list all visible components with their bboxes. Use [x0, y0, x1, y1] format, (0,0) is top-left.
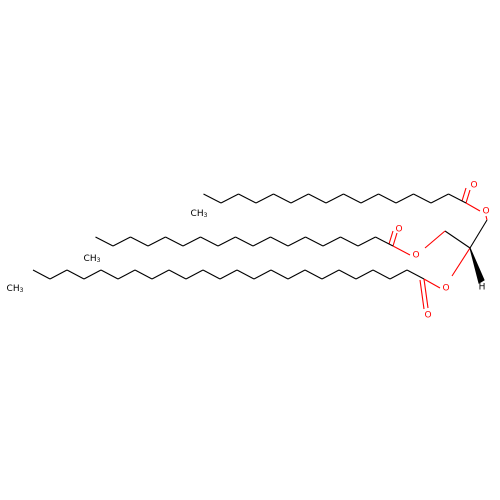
top-chain-bond-13	[238, 193, 257, 204]
top-ester-bond	[465, 202, 481, 212]
top-chain-bond-2	[430, 193, 449, 204]
top-carbonyl-1	[465, 189, 471, 204]
bot-chain-bond-3	[372, 269, 391, 280]
atom-label-o-carbonyl-top: O	[470, 181, 477, 191]
mid-chain-bond-1	[375, 236, 394, 247]
bot-chain-bond-16	[151, 269, 170, 280]
bot-chain-bond-20	[83, 269, 102, 280]
top-carbonyl-2	[461, 187, 467, 202]
glycerol-bond-4	[451, 247, 471, 277]
glycerol-bond-5	[485, 215, 488, 221]
mid-chain-bond-6	[287, 236, 306, 247]
bot-chain-bond-15	[168, 269, 187, 280]
atom-label-o-carbonyl-mid: O	[395, 225, 402, 235]
mid-carbonyl-1	[392, 232, 398, 247]
top-chain-bond-15	[203, 193, 222, 204]
bot-chain-bond-6	[321, 269, 340, 280]
top-chain-bond-5	[378, 193, 397, 204]
bot-chain-bond-22	[49, 269, 68, 280]
mid-chain-bond-13	[165, 236, 184, 247]
atom-label-o-ester-mid: O	[412, 251, 419, 261]
bot-carbonyl-2	[419, 279, 425, 310]
top-chain-bond-7	[343, 193, 362, 204]
bot-chain-bond-13	[202, 269, 221, 280]
bot-chain-bond-17	[134, 269, 153, 280]
mid-chain-bond-14	[147, 236, 166, 247]
mid-chain-bond-12	[182, 236, 201, 247]
bot-chain-bond-2	[389, 269, 408, 280]
mid-chain-bond-7	[270, 236, 289, 247]
atom-labels: CH3 CH3 CH3 O O O O O O H	[7, 181, 490, 321]
mid-chain-bond-16	[112, 236, 131, 247]
top-chain-bond-12	[255, 193, 274, 204]
bot-chain-bond-19	[100, 269, 119, 280]
mid-chain-bond-9	[235, 236, 254, 247]
top-chain-bond-9	[308, 193, 327, 204]
bot-chain-bond-21	[66, 269, 85, 280]
mid-chain-bond-3	[340, 236, 359, 247]
bot-chain-bond-12	[219, 269, 238, 280]
top-chain-bond-1	[448, 193, 467, 204]
mid-chain-bond-11	[200, 236, 219, 247]
top-chain-bond-8	[325, 193, 344, 204]
bot-chain-bond-14	[185, 269, 204, 280]
mid-chain-bond-5	[305, 236, 324, 247]
bonds	[32, 187, 488, 310]
mid-ester-bond	[392, 245, 411, 256]
glycerol-bond-3	[424, 230, 446, 249]
stereo-wedge-bond	[469, 247, 485, 284]
bot-chain-bond-9	[270, 269, 289, 280]
bot-chain-bond-1	[406, 269, 425, 280]
bot-chain-bond-10	[253, 269, 272, 280]
top-chain-bond-14	[220, 193, 239, 204]
bot-chain-bond-5	[338, 269, 357, 280]
top-chain-bond-11	[273, 193, 292, 204]
top-chain-bond-6	[360, 193, 379, 204]
mid-carbonyl-2	[388, 230, 394, 245]
bot-chain-bond-4	[355, 269, 374, 280]
top-chain-bond-10	[290, 193, 309, 204]
bot-chain-bond-23	[32, 269, 51, 280]
bot-chain-bond-18	[117, 269, 136, 280]
top-chain-bond-4	[395, 193, 414, 204]
bot-chain-bond-7	[304, 269, 323, 280]
top-chain-bond-3	[413, 193, 432, 204]
atom-label-ch3-bot: CH3	[7, 284, 24, 294]
glycerol-bond-1	[469, 219, 488, 249]
atom-label-o-ester-top: O	[482, 207, 489, 217]
mid-chain-bond-15	[130, 236, 149, 247]
bot-chain-bond-8	[287, 269, 306, 280]
atom-label-o-carbonyl-bot: O	[424, 311, 431, 321]
mid-chain-bond-4	[322, 236, 341, 247]
glycerol-bond-2	[444, 230, 471, 249]
bot-chain-bond-11	[236, 269, 255, 280]
mid-chain-bond-2	[357, 236, 376, 247]
atom-label-h: H	[479, 283, 486, 293]
mid-chain-bond-8	[252, 236, 271, 247]
mid-chain-bond-10	[217, 236, 236, 247]
bot-ester-bond	[423, 278, 441, 289]
atom-label-ch3-top: CH3	[191, 209, 208, 219]
bot-carbonyl-1	[423, 278, 429, 309]
mid-chain-bond-17	[95, 236, 114, 247]
atom-label-ch3-mid: CH3	[84, 254, 101, 264]
atom-label-o-ester-bot: O	[442, 284, 449, 294]
